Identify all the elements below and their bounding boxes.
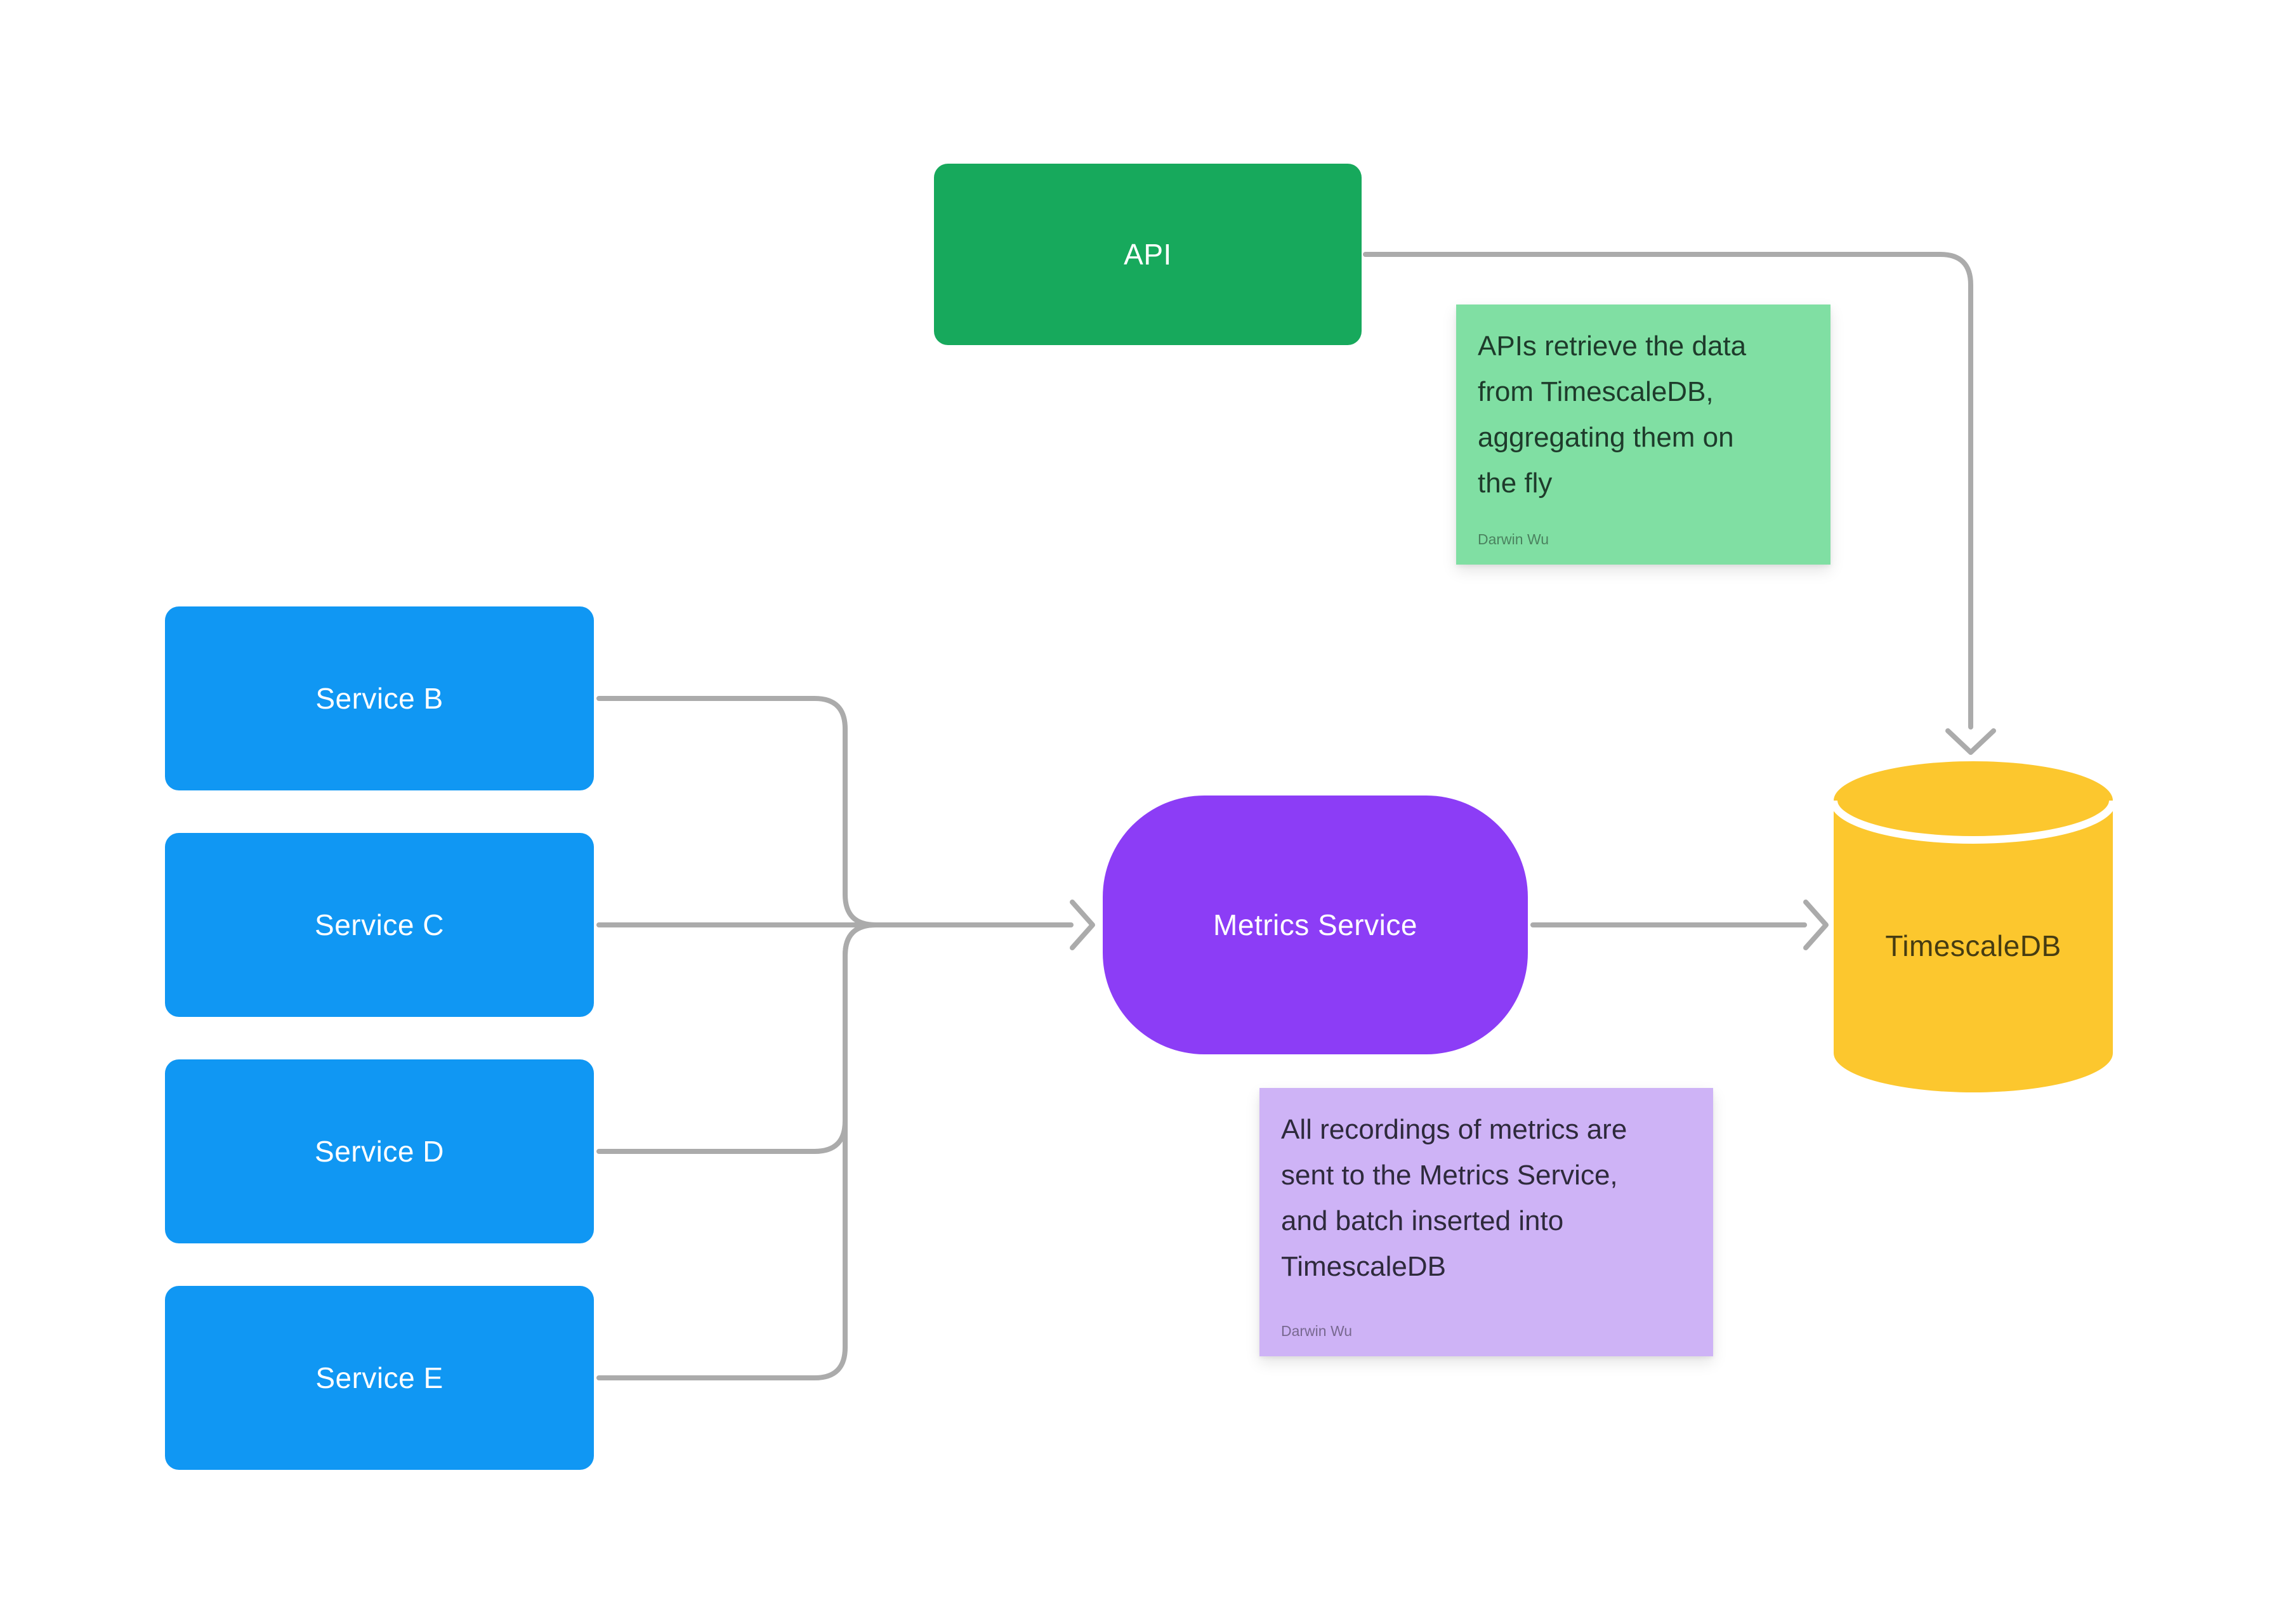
sticky-note-metrics[interactable]: All recordings of metrics are sent to th…: [1259, 1088, 1713, 1356]
cylinder-lid-band: [1830, 800, 2117, 844]
node-service-d-label: Service D: [315, 1135, 444, 1168]
sticky-note-metrics-author: Darwin Wu: [1281, 1323, 1353, 1339]
edge-timescaledb-top-arrowhead: [1945, 728, 1996, 755]
node-service-e[interactable]: Service E: [165, 1286, 594, 1470]
edge-service-b-to-metrics[interactable]: [596, 696, 878, 927]
node-metrics-service[interactable]: Metrics Service: [1103, 796, 1528, 1054]
sticky-note-metrics-text: All recordings of metrics are sent to th…: [1281, 1114, 1627, 1282]
node-service-b[interactable]: Service B: [165, 606, 594, 790]
sticky-note-api[interactable]: APIs retrieve the data from TimescaleDB,…: [1456, 304, 1830, 565]
edge-service-d-to-metrics[interactable]: [596, 922, 878, 1154]
sticky-note-api-text: APIs retrieve the data from TimescaleDB,…: [1478, 331, 1747, 499]
node-service-c[interactable]: Service C: [165, 833, 594, 1017]
node-service-e-label: Service E: [315, 1361, 444, 1394]
cylinder-body: [1834, 761, 2113, 1092]
edge-api-to-timescaledb[interactable]: [1363, 252, 1973, 730]
sticky-note-api-author: Darwin Wu: [1478, 531, 1549, 547]
node-api[interactable]: API: [934, 164, 1362, 345]
edge-service-e-to-metrics[interactable]: [596, 922, 878, 1380]
edge-metrics-arrowhead: [1070, 900, 1095, 950]
node-metrics-service-label: Metrics Service: [1213, 908, 1417, 941]
node-timescaledb-label: TimescaleDB: [1885, 929, 2061, 962]
node-service-b-label: Service B: [315, 682, 444, 715]
node-api-label: API: [1124, 238, 1172, 271]
node-service-d[interactable]: Service D: [165, 1059, 594, 1243]
node-service-c-label: Service C: [315, 908, 444, 941]
timescaledb-cylinder[interactable]: [1830, 761, 2117, 1092]
edge-timescaledb-left-arrowhead: [1803, 900, 1829, 950]
